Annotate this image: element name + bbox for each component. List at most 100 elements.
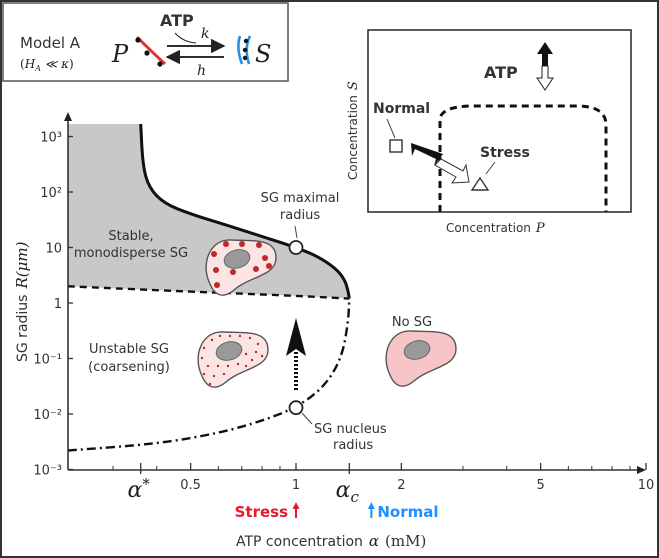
normal-state-marker: [389, 139, 403, 153]
stress-pointer: [485, 161, 496, 175]
stress-granule-dot: [216, 364, 220, 368]
stable-sg-label-line2: monodisperse SG: [74, 246, 188, 261]
s-molecule-icon: [237, 35, 252, 65]
stress-granule-dot: [212, 374, 216, 378]
stress-up-arrow-icon: [292, 502, 300, 509]
stable-sg-label: Stable,: [108, 229, 153, 244]
series-line-sg-nucleus-radius: [67, 298, 351, 452]
to-stress-arrow-icon: [434, 158, 470, 184]
stress-granule-dot: [228, 334, 232, 338]
y-tick-label: 1: [54, 297, 62, 312]
model-box-border: [2, 2, 289, 82]
atp-curve: [174, 32, 197, 44]
cell-nucleus-icon: [223, 249, 251, 269]
cell-nucleus-icon: [215, 341, 243, 361]
model-box: Model A (HA ≪ κ) P ATP k h S: [2, 2, 289, 82]
unstable-sg-label: Unstable SG: [89, 342, 169, 357]
stress-granule-dot: [244, 352, 248, 356]
inset-ylabel: ConcentrationS: [346, 81, 361, 180]
to-normal-arrow-icon: [411, 143, 443, 166]
sg-nucleus-label: SG nucleus: [314, 422, 387, 437]
reactant-label: P: [111, 40, 129, 68]
inset-stress-label: Stress: [480, 145, 530, 161]
plot-series: [67, 123, 351, 452]
x-axis-arrow-icon: [637, 466, 646, 474]
cell-nucleus-icon: [403, 340, 431, 360]
stress-granule-dot: [211, 251, 217, 257]
stress-granule-dot: [262, 255, 268, 261]
y-tick-label: 10³: [40, 131, 62, 146]
sg-nucleus-pointer: [301, 412, 313, 425]
stress-granule-dot: [239, 241, 245, 247]
x-tick-label: 10: [638, 478, 655, 493]
unstable-sg-label-line2: (coarsening): [88, 360, 170, 375]
sg-max-radius-label-line2: radius: [280, 208, 320, 223]
sg-max-radius-marker: [288, 240, 304, 255]
stress-granule-dot: [266, 263, 272, 269]
forward-rate: k: [201, 26, 209, 42]
stress-granule-dot: [210, 338, 214, 342]
stress-granule-dot: [253, 266, 259, 272]
model-title: Model A: [20, 34, 81, 52]
inset-atp-label: ATP: [484, 63, 518, 82]
stress-granule-dot: [256, 342, 260, 346]
stress-granule-dot: [206, 364, 210, 368]
y-tick-label: 10⁻¹: [33, 353, 62, 368]
stress-granule-dot: [213, 267, 219, 273]
p-molecule-icon: [135, 35, 167, 67]
model-condition: (HA ≪ κ): [20, 57, 74, 73]
stress-granule-dot: [248, 336, 252, 340]
x-tick-label: 0.5: [180, 478, 201, 493]
unstable-sg-cell-icon: [197, 331, 269, 388]
stress-granule-dot: [226, 364, 230, 368]
stress-granule-dot: [222, 372, 226, 376]
stress-granule-dot: [200, 356, 204, 360]
stress-granule-dot: [250, 358, 254, 362]
stress-granule-dot: [218, 334, 222, 338]
y-tick-label: 10: [45, 242, 62, 257]
y-tick-label: 10⁻²: [33, 408, 62, 423]
stress-granule-dot: [202, 372, 206, 376]
sg-nucleus-label-line2: radius: [333, 438, 373, 453]
sg-max-pointer: [294, 225, 298, 239]
stress-granule-dot: [260, 354, 264, 358]
atp-driver-label: ATP: [160, 11, 194, 30]
alpha-c-label: αc: [336, 478, 360, 506]
normal-pointer: [386, 118, 396, 139]
sg-max-radius-label: SG maximal: [261, 191, 340, 206]
cell-illustrations: [197, 239, 457, 388]
normal-up-arrow-icon: [367, 502, 375, 509]
sg-nucleus-radius-marker: [288, 400, 304, 416]
normal-marker-label: Normal: [377, 503, 438, 521]
stable-region-shade: [68, 124, 350, 299]
no-sg-label: No SG: [392, 315, 432, 330]
x-tick-label: 5: [536, 478, 544, 493]
stress-granule-dot: [254, 350, 258, 354]
product-label: S: [255, 40, 271, 68]
y-axis-arrow-icon: [64, 112, 72, 121]
stress-granule-dot: [236, 362, 240, 366]
stress-granule-dot: [208, 382, 212, 386]
x-tick-label: 1: [292, 478, 300, 493]
y-tick-label: 10⁻³: [33, 464, 62, 479]
stress-state-marker: [470, 176, 490, 191]
inset-phase-boundary: [438, 104, 608, 212]
y-axis-label: SG radiusR(μm): [13, 241, 31, 362]
stress-granule-dot: [230, 269, 236, 275]
atp-up-arrow-icon: [537, 42, 553, 68]
stress-granule-dot: [202, 346, 206, 350]
stress-marker-label: Stress: [235, 503, 288, 521]
no-sg-cell-icon: [385, 330, 457, 387]
atp-down-arrow-icon: [536, 65, 554, 91]
x-tick-label: 2: [397, 478, 405, 493]
backward-rate: h: [197, 63, 206, 79]
stable-region-area: [68, 124, 350, 299]
y-tick-label: 10²: [40, 186, 62, 201]
inset-normal-label: Normal: [373, 101, 430, 117]
